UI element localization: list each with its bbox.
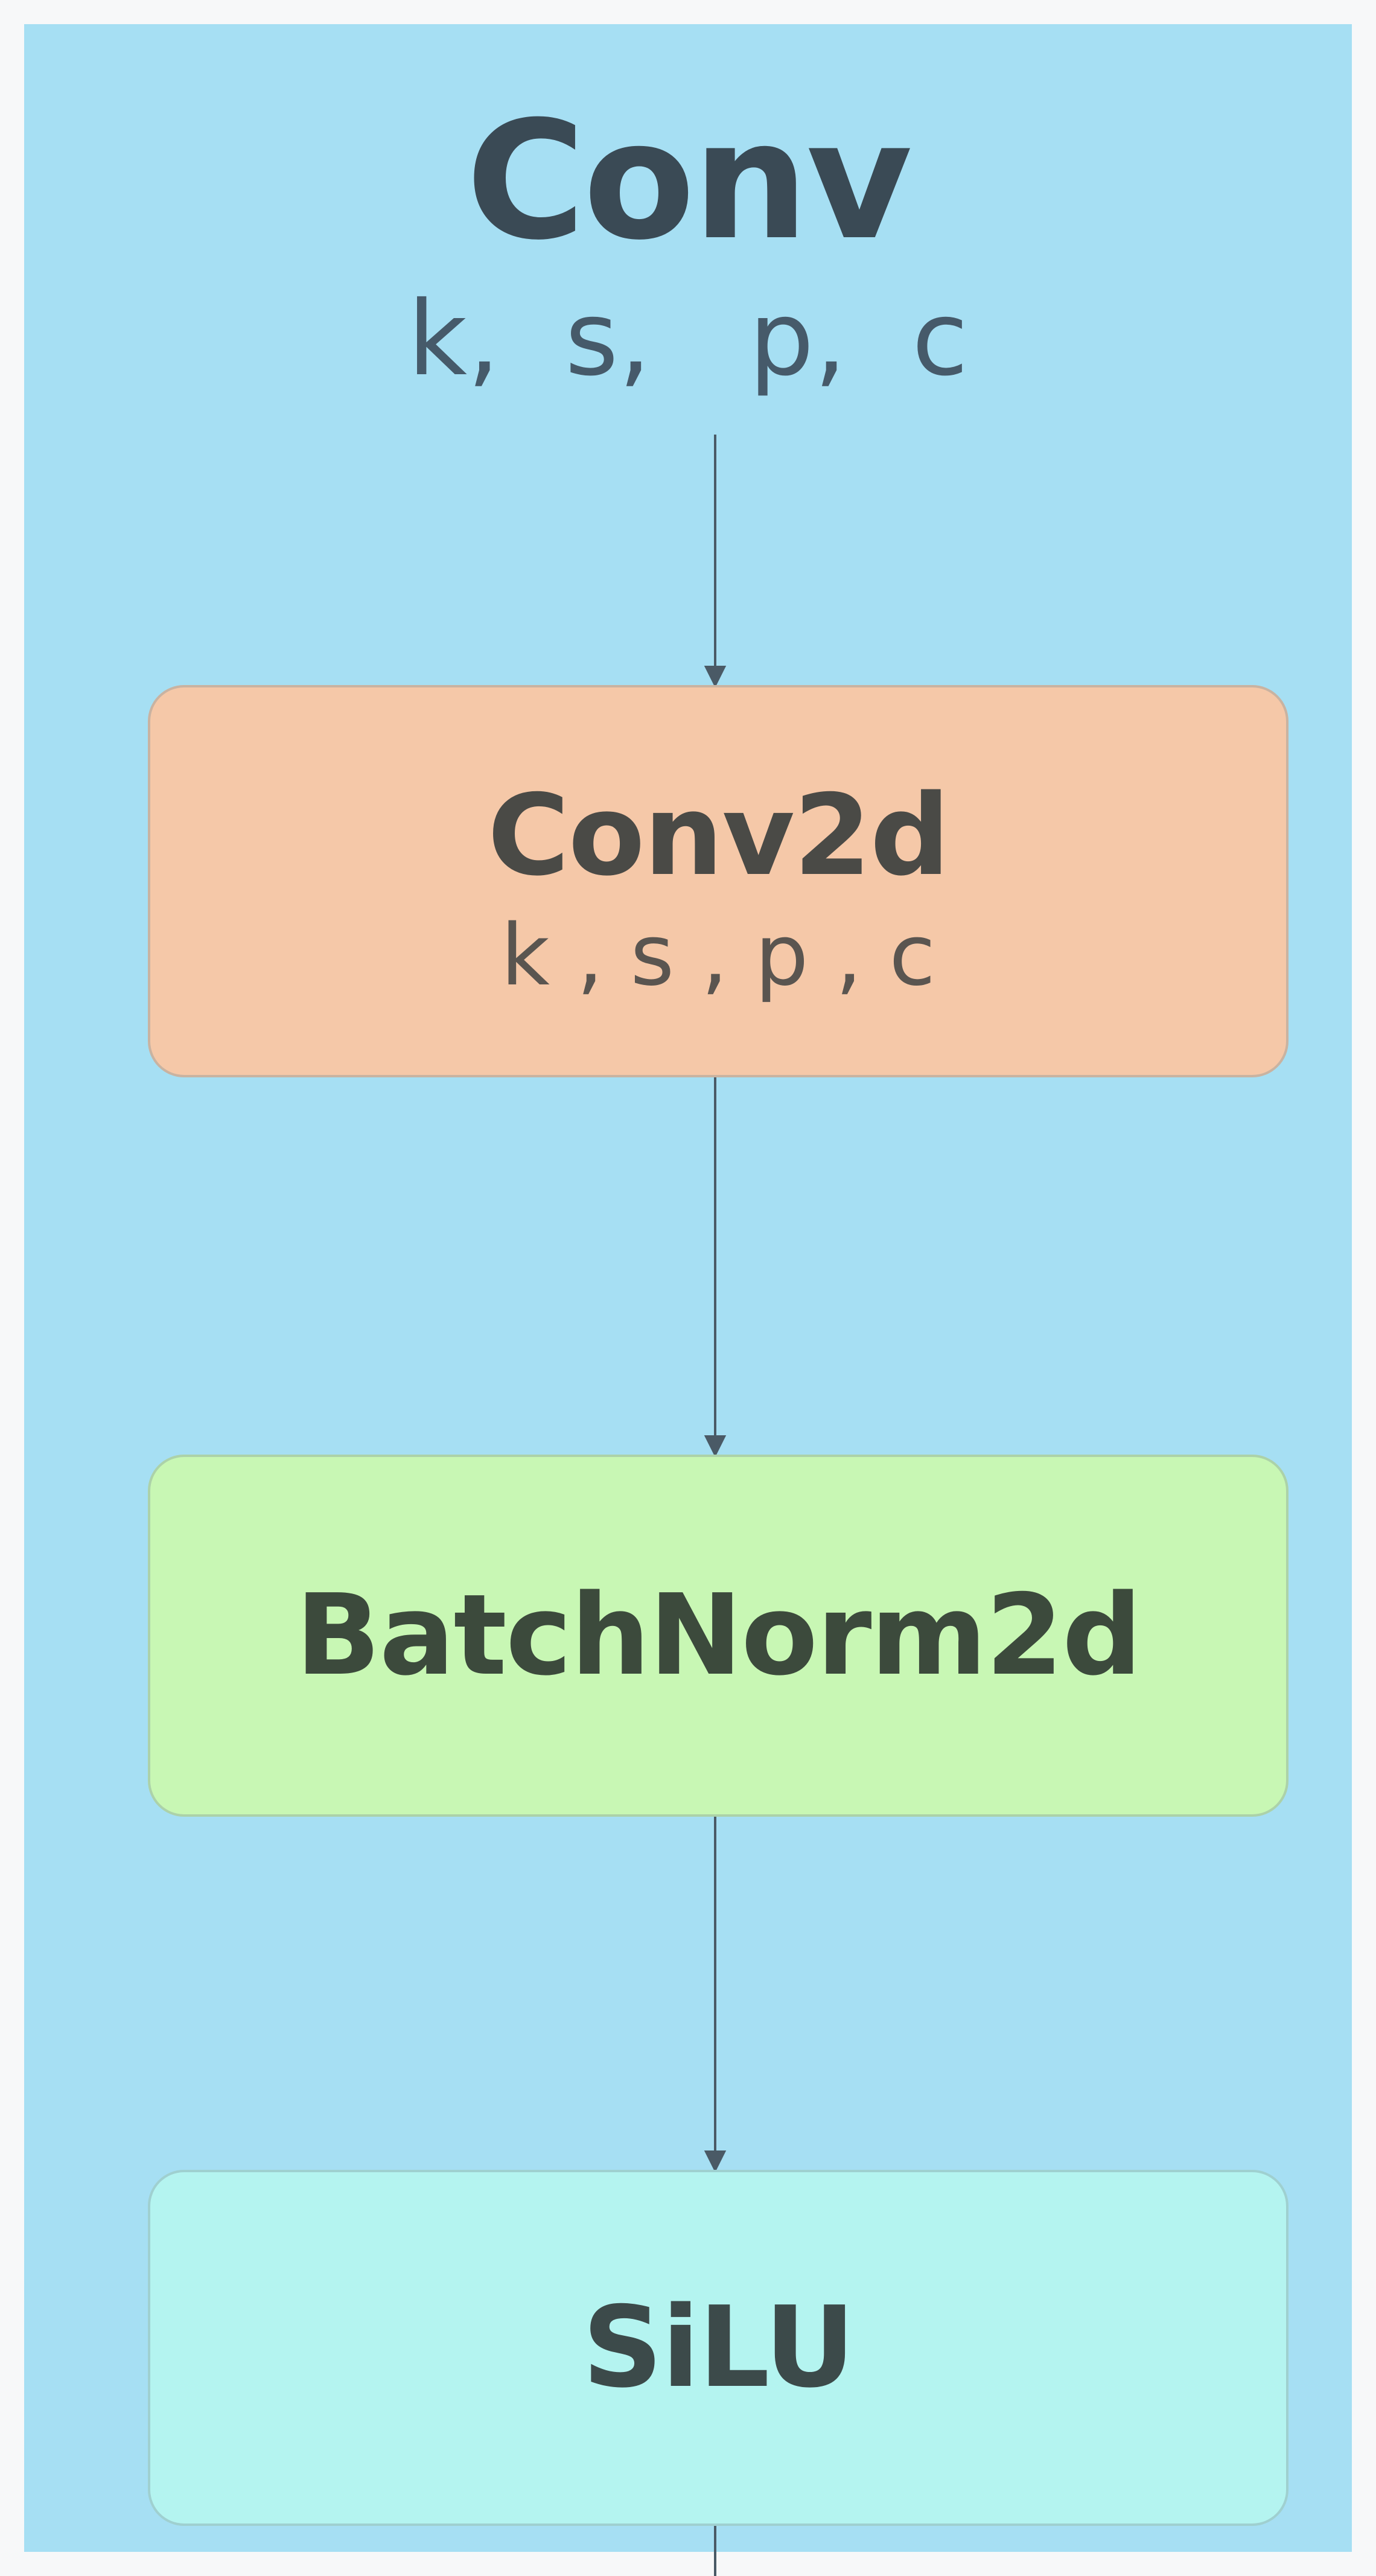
node-batchnorm2d: BatchNorm2d <box>148 1455 1288 1817</box>
diagram-params: k, s, p, c <box>407 279 969 399</box>
arrowhead-bn <box>704 1435 727 1458</box>
node-batchnorm2d-label: BatchNorm2d <box>295 1570 1142 1700</box>
diagram-panel <box>24 24 1352 2552</box>
node-conv2d-label: Conv2d <box>487 770 950 901</box>
arrowhead-silu <box>704 2150 727 2173</box>
node-conv2d-params: k , s , p , c <box>500 907 936 1005</box>
diagram-title: Conv <box>466 86 913 276</box>
node-silu-label: SiLU <box>582 2282 855 2412</box>
node-conv2d: Conv2d k , s , p , c <box>148 685 1288 1077</box>
arrowhead-conv2d <box>704 666 727 688</box>
node-silu: SiLU <box>148 2170 1288 2526</box>
